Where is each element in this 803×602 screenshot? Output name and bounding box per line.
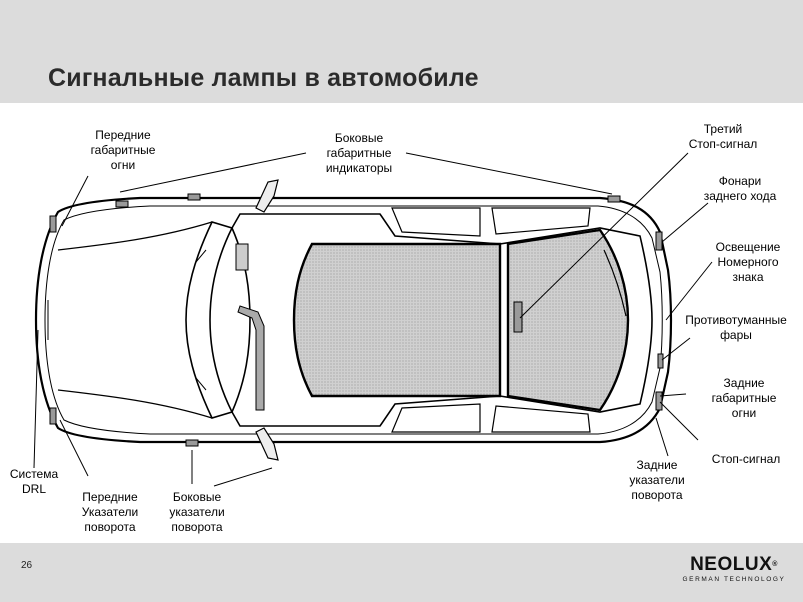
front-lamp-top: [49, 215, 57, 233]
side-marker-lamp-front: [115, 200, 129, 208]
roof-glass: [292, 242, 502, 398]
page-number: 26: [21, 560, 33, 571]
side-turn-lamp-bottom: [185, 439, 199, 447]
page-title: Сигнальные лампы в автомобиле: [48, 64, 479, 92]
header-band: [0, 0, 803, 103]
neolux-logo: NEOLUX® GERMAN TECHNOLOGY: [679, 554, 789, 584]
rear-lamp-upper: [655, 231, 663, 251]
label-third-brake-light: Третий Стоп-сигнал: [688, 122, 758, 151]
right-mirror: [255, 427, 279, 461]
label-reverse-lights: Фонари заднего хода: [703, 174, 777, 203]
fog-lamp: [657, 353, 664, 369]
label-rear-position-lamps: Задние габаритные огни: [711, 376, 777, 420]
label-front-turn-signals: Передние Указатели поворота: [81, 490, 139, 534]
car-top-view-diagram: [33, 152, 713, 487]
label-front-position-lamps: Передние габаритные огни: [90, 128, 156, 172]
logo-brand: NEOLUX®: [690, 554, 778, 575]
windshield: [185, 221, 234, 419]
label-rear-turn-signals: Задние указатели поворота: [629, 458, 685, 502]
label-side-turn-signals: Боковые указатели поворота: [169, 490, 225, 534]
label-brake-light: Стоп-сигнал: [711, 452, 781, 466]
rear-window: [506, 228, 630, 412]
label-fog-lamps: Противотуманные фары: [685, 313, 787, 342]
rear-lamp-lower: [655, 391, 663, 411]
third-brake-lamp: [513, 301, 523, 333]
logo-tagline: GERMAN TECHNOLOGY: [682, 576, 786, 583]
label-license-plate-light: Освещение Номерного знака: [715, 240, 781, 284]
side-marker-lamp-rear: [607, 195, 621, 203]
footer-band: [0, 543, 803, 602]
label-side-marker-indicators: Боковые габаритные индикаторы: [325, 131, 393, 175]
left-mirror: [255, 179, 279, 213]
front-lamp-bottom: [49, 407, 57, 425]
label-drl-system: Система DRL: [9, 467, 59, 496]
side-turn-lamp-top: [187, 193, 201, 201]
